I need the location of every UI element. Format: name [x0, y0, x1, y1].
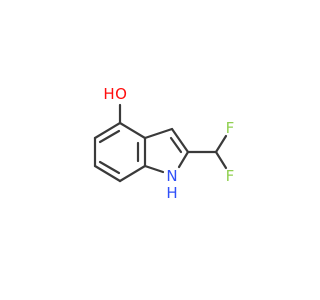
molecule-diagram: H O N H F F [93, 85, 234, 202]
bonds [93, 103, 228, 183]
bond-cf2-f-top [214, 134, 228, 154]
bond-c3-c2-double [169, 136, 183, 154]
bond-c5-c4-double [98, 129, 121, 144]
amine-h-label: H [166, 184, 177, 202]
bond-cf2-f-bottom [214, 150, 228, 170]
bond-c4-c3a [118, 121, 147, 140]
atom-labels: H O N H F F [103, 85, 234, 202]
hydroxyl-h-label: H [103, 85, 114, 103]
bond-c3a-c3 [143, 127, 174, 140]
bond-c7a-c7 [118, 164, 147, 183]
oxygen-label: O [115, 85, 127, 103]
bond-c2-n1 [177, 150, 190, 169]
bond-n1-c7a [143, 164, 165, 174]
nitrogen-label: N [166, 167, 177, 185]
fluorine-top-label: F [226, 119, 235, 137]
bond-c3-c2 [170, 127, 190, 154]
bond-c7-c6 [93, 164, 122, 183]
fluorine-bottom-label: F [226, 167, 235, 185]
bond-c7-c6-double [98, 160, 121, 175]
bond-c5-c4 [93, 121, 122, 140]
